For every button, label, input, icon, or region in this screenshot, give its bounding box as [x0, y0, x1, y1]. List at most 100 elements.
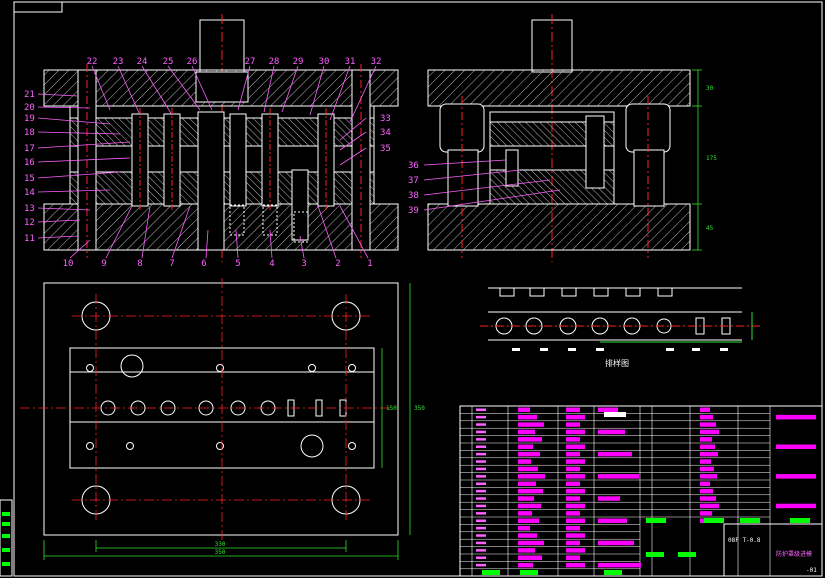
- bom-cell-no: [476, 504, 486, 508]
- bom-cell-material: [598, 518, 627, 523]
- callout-top-3: 25: [163, 57, 174, 67]
- plan-dim-right-0: 150: [386, 405, 397, 412]
- bom-cell-qty: [566, 555, 580, 560]
- bom-cell-no: [476, 497, 486, 500]
- side-callout-1: 37: [408, 176, 419, 186]
- bom-status-mark: [646, 552, 664, 557]
- bom-cell-material: [598, 407, 618, 412]
- sheet-mark: -01: [806, 567, 817, 574]
- callout-left-4: 17: [24, 144, 35, 154]
- bom-table: [459, 405, 823, 577]
- callout-right-2: 35: [380, 144, 391, 154]
- side-dim-0: 30: [706, 85, 714, 92]
- bom-cell-qty: [566, 540, 580, 546]
- bom-cell-no: [476, 460, 486, 463]
- bom-cell-name: [518, 474, 545, 479]
- bom-cell-name: [518, 496, 534, 501]
- bom-cell-qty: [566, 437, 580, 442]
- bom-cell-name: [518, 548, 535, 553]
- bom-cell-no: [476, 534, 486, 537]
- bom-cell-name: [518, 414, 537, 420]
- bom-cell-right-name: [700, 459, 711, 464]
- bom-cell-no: [476, 438, 486, 441]
- plan-dim-bottom-0: 330: [215, 541, 226, 548]
- callout-bottom-6: 4: [269, 259, 274, 269]
- bom-cell-qty: [566, 533, 585, 538]
- bom-cell-qty: [566, 525, 580, 531]
- bom-cell-name: [518, 562, 533, 568]
- callout-left-6: 15: [24, 174, 35, 184]
- callout-bottom-3: 7: [169, 259, 174, 269]
- plan-view: 330 350 150 350: [20, 278, 425, 560]
- side-dim-1: 175: [706, 155, 717, 162]
- bom-cell-name: [518, 525, 530, 531]
- bom-cell-right-note: [776, 474, 816, 479]
- bom-cell-material: [598, 540, 634, 546]
- bom-cell-qty: [566, 444, 585, 449]
- callout-left-5: 16: [24, 158, 35, 168]
- bom-cell-right-name: [700, 488, 713, 494]
- bom-cell-material: [598, 496, 620, 501]
- bom-cell-no: [476, 482, 486, 485]
- bom-cell-qty: [566, 518, 585, 523]
- bom-cell-name: [518, 540, 544, 546]
- callout-left-1: 20: [24, 103, 35, 113]
- bom-cell-no: [476, 452, 486, 456]
- bom-cell-qty: [566, 407, 580, 412]
- bom-cell-right-name: [700, 407, 710, 412]
- drawing-frame: [13, 1, 823, 577]
- bom-cell-qty: [566, 511, 580, 516]
- callout-bottom-2: 8: [137, 259, 142, 269]
- bom-status-mark: [482, 570, 500, 575]
- callout-left-3: 18: [24, 128, 35, 138]
- callout-top-0: 22: [87, 57, 98, 67]
- bom-cell-name: [518, 518, 539, 523]
- bom-cell-qty: [566, 548, 585, 553]
- bom-cell-qty: [566, 451, 580, 457]
- drawing-number: 08F T-0.8: [728, 537, 761, 544]
- bom-cell-right-name: [700, 437, 712, 442]
- bom-cell-material: [598, 562, 641, 568]
- bom-cell-qty: [566, 562, 585, 568]
- callout-top-10: 32: [371, 57, 382, 67]
- strip-caption: 排样图: [605, 358, 629, 368]
- bom-cell-name: [518, 422, 544, 427]
- bom-cell-name: [518, 407, 530, 412]
- callout-left-8: 13: [24, 204, 35, 214]
- bom-cell-name: [518, 451, 540, 457]
- bom-status-mark: [520, 570, 538, 575]
- bom-cell-name: [518, 533, 537, 538]
- bom-cell-name: [518, 503, 541, 509]
- title-block: 08F T-0.8 防护罩级进模 -01: [723, 523, 823, 577]
- callout-bottom-8: 2: [335, 259, 340, 269]
- callout-right-1: 34: [380, 128, 391, 138]
- bom-cell-no: [476, 549, 486, 552]
- bom-cell-qty: [566, 496, 580, 501]
- bom-cell-name: [518, 429, 535, 435]
- bom-cell-qty: [566, 503, 585, 509]
- callout-left-7: 14: [24, 188, 35, 198]
- bom-cell-no: [476, 541, 486, 545]
- bom-cell-no: [476, 415, 486, 419]
- callout-top-7: 29: [293, 57, 304, 67]
- callout-top-1: 23: [113, 57, 124, 67]
- bom-cell-qty: [566, 488, 585, 494]
- bom-cell-qty: [566, 414, 585, 420]
- front-sectional-view: 22 23 24 25 26 27 28 29 30 31 32 21 20 1…: [24, 14, 399, 269]
- bom-cell-no: [476, 475, 486, 478]
- bom-cell-right-note: [776, 444, 816, 449]
- callout-top-9: 31: [345, 57, 356, 67]
- bom-cell-right-note: [776, 414, 816, 420]
- strip-layout: 排样图: [480, 287, 760, 368]
- callout-right-0: 33: [380, 114, 391, 124]
- bom-cell-no: [476, 467, 486, 471]
- callout-bottom-9: 1: [367, 259, 372, 269]
- bom-cell-no: [476, 445, 486, 448]
- callout-top-8: 30: [319, 57, 330, 67]
- bom-cell-material: [598, 474, 639, 479]
- bom-cell-qty: [566, 481, 580, 486]
- callout-left-2: 19: [24, 114, 35, 124]
- callout-bottom-4: 6: [201, 259, 206, 269]
- bom-cell-name: [518, 511, 532, 516]
